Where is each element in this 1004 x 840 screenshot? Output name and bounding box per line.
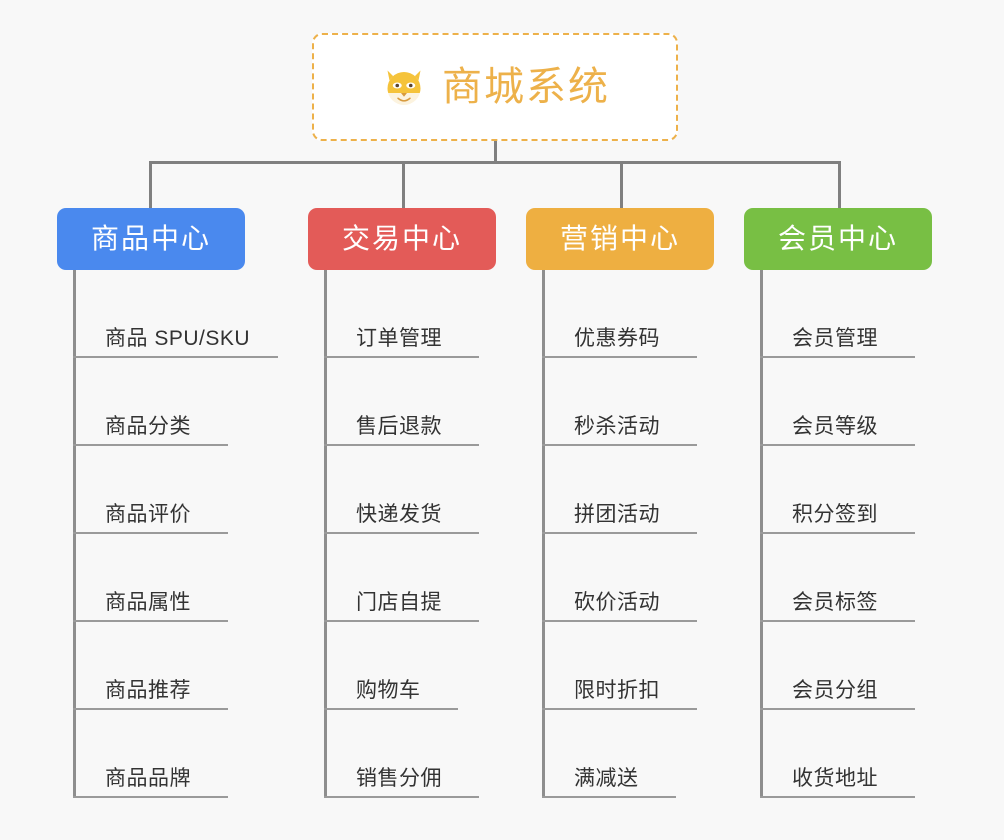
connector-drop-4 [838, 161, 841, 208]
branch-node-3[interactable]: 营销中心 [526, 208, 714, 270]
connector-horizontal-bar [149, 161, 841, 164]
leaf-label-2-4: 门店自提 [356, 590, 442, 614]
leaf-item-2-2[interactable]: 售后退款 [324, 358, 479, 446]
leaf-item-3-3[interactable]: 拼团活动 [542, 446, 697, 534]
leaf-label-3-2: 秒杀活动 [574, 414, 660, 438]
leaf-label-4-5: 会员分组 [792, 678, 878, 702]
leaf-item-3-5[interactable]: 限时折扣 [542, 622, 697, 710]
leaf-label-3-1: 优惠券码 [574, 326, 660, 350]
leaf-item-1-3[interactable]: 商品评价 [73, 446, 228, 534]
branch-label-2: 交易中心 [341, 223, 462, 254]
leaf-label-2-1: 订单管理 [356, 326, 442, 350]
leaf-label-1-5: 商品推荐 [105, 678, 191, 702]
connector-root-stem [494, 141, 497, 163]
leaf-item-3-6[interactable]: 满减送 [542, 710, 676, 798]
leaf-item-1-5[interactable]: 商品推荐 [73, 622, 228, 710]
leaf-label-2-2: 售后退款 [356, 414, 442, 438]
leaf-label-1-3: 商品评价 [105, 502, 191, 526]
leaf-label-2-6: 销售分佣 [356, 766, 442, 790]
leaf-item-2-6[interactable]: 销售分佣 [324, 710, 479, 798]
leaf-item-4-6[interactable]: 收货地址 [760, 710, 915, 798]
leaf-item-3-2[interactable]: 秒杀活动 [542, 358, 697, 446]
branch-label-1: 商品中心 [90, 223, 211, 254]
leaf-item-2-4[interactable]: 门店自提 [324, 534, 479, 622]
leaf-item-2-1[interactable]: 订单管理 [324, 270, 479, 358]
leaf-label-1-4: 商品属性 [105, 590, 191, 614]
leaf-label-4-2: 会员等级 [792, 414, 878, 438]
leaf-label-4-1: 会员管理 [792, 326, 878, 350]
connector-drop-3 [620, 161, 623, 208]
leaf-trunk-1 [73, 270, 76, 798]
leaf-item-1-1[interactable]: 商品 SPU/SKU [73, 270, 278, 358]
root-node[interactable]: 商城系统 [312, 33, 678, 141]
leaf-label-3-6: 满减送 [574, 766, 639, 790]
leaf-label-3-4: 砍价活动 [574, 590, 660, 614]
leaf-label-4-3: 积分签到 [792, 502, 878, 526]
branch-node-1[interactable]: 商品中心 [57, 208, 245, 270]
leaf-item-4-4[interactable]: 会员标签 [760, 534, 915, 622]
branch-node-2[interactable]: 交易中心 [308, 208, 496, 270]
branch-label-4: 会员中心 [777, 223, 898, 254]
leaf-trunk-3 [542, 270, 545, 798]
leaf-label-4-6: 收货地址 [792, 766, 878, 790]
leaf-item-1-6[interactable]: 商品品牌 [73, 710, 228, 798]
leaf-item-1-2[interactable]: 商品分类 [73, 358, 228, 446]
branch-node-4[interactable]: 会员中心 [744, 208, 932, 270]
leaf-label-3-3: 拼团活动 [574, 502, 660, 526]
leaf-item-4-3[interactable]: 积分签到 [760, 446, 915, 534]
leaf-trunk-4 [760, 270, 763, 798]
leaf-label-1-6: 商品品牌 [105, 766, 191, 790]
leaf-item-4-2[interactable]: 会员等级 [760, 358, 915, 446]
leaf-label-4-4: 会员标签 [792, 590, 878, 614]
leaf-label-1-2: 商品分类 [105, 414, 191, 438]
leaf-label-3-5: 限时折扣 [574, 678, 660, 702]
leaf-label-2-5: 购物车 [356, 678, 421, 702]
leaf-item-2-3[interactable]: 快递发货 [324, 446, 479, 534]
connector-drop-1 [149, 161, 152, 208]
leaf-item-3-1[interactable]: 优惠券码 [542, 270, 697, 358]
root-title: 商城系统 [442, 65, 610, 109]
shiba-dog-face-icon [380, 63, 428, 111]
leaf-item-4-1[interactable]: 会员管理 [760, 270, 915, 358]
connector-drop-2 [402, 161, 405, 208]
leaf-label-2-3: 快递发货 [356, 502, 442, 526]
leaf-label-1-1: 商品 SPU/SKU [105, 326, 251, 350]
leaf-item-4-5[interactable]: 会员分组 [760, 622, 915, 710]
leaf-trunk-2 [324, 270, 327, 798]
leaf-item-1-4[interactable]: 商品属性 [73, 534, 228, 622]
branch-label-3: 营销中心 [559, 223, 680, 254]
leaf-item-2-5[interactable]: 购物车 [324, 622, 458, 710]
leaf-item-3-4[interactable]: 砍价活动 [542, 534, 697, 622]
